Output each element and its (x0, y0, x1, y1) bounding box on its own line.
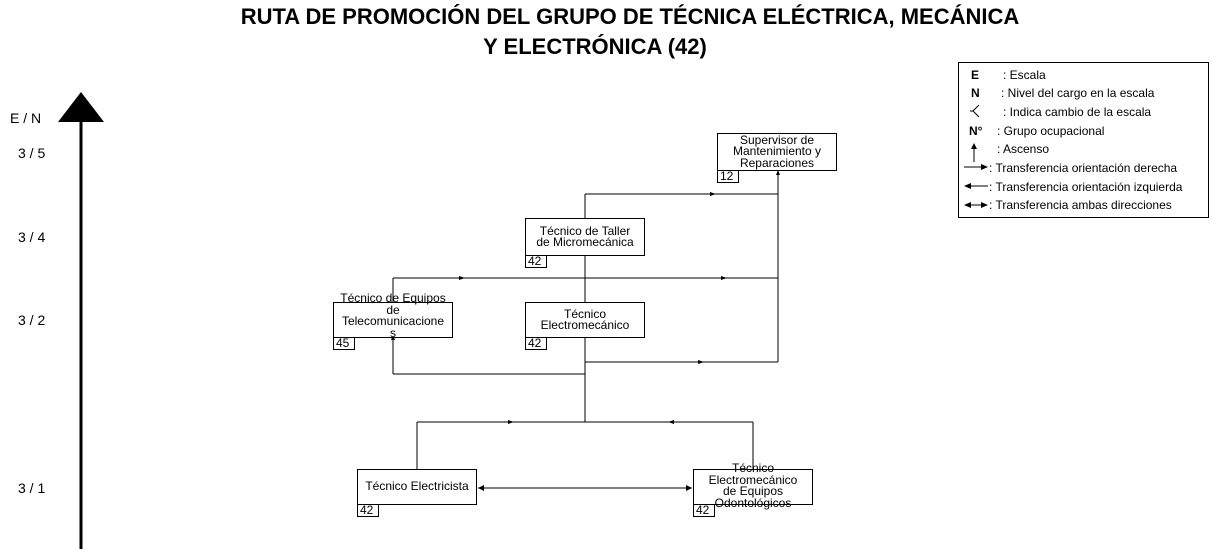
node-telecom-line4: s (390, 325, 396, 340)
diagram-title-line1: RUTA DE PROMOCIÓN DEL GRUPO DE TÉCNICA E… (240, 4, 1020, 29)
node-micromecanica-code: 42 (525, 255, 547, 268)
level-label-3-1: 3 / 1 (18, 480, 46, 496)
node-electricista-line1: Técnico Electricista (365, 479, 469, 494)
legend: E : Escala N : Nivel del cargo en la esc… (958, 62, 1209, 218)
node-supervisor-code: 12 (717, 170, 739, 183)
node-supervisor-line3: Reparaciones (739, 155, 815, 170)
node-telecom-line2: de (386, 302, 400, 317)
node-supervisor-line2: Mantenimiento y (732, 144, 822, 159)
node-micromecanica: Técnico de Taller de Micromecánica (525, 218, 645, 256)
axis-arrowhead (58, 92, 104, 122)
node-telecom-code: 45 (333, 337, 355, 350)
node-electricista-code: 42 (357, 504, 379, 517)
legend-symbol-grupo: N° (969, 124, 983, 138)
node-electromecanico-code: 42 (525, 337, 547, 350)
node-electromecanico: Técnico Electromecánico (525, 302, 645, 338)
legend-text-cambio: : Indica cambio de la escala (1003, 105, 1152, 119)
diagram-title-line2: Y ELECTRÓNICA (42) (483, 34, 707, 59)
legend-text-escala: : Escala (1003, 68, 1046, 82)
node-odontologicos-code: 42 (693, 504, 715, 517)
node-electromecanico-line2: Electromecánico (540, 318, 630, 332)
node-supervisor: Supervisor de Mantenimiento y Reparacion… (717, 133, 837, 171)
node-electricista: Técnico Electricista (357, 469, 477, 505)
legend-text-grupo: : Grupo ocupacional (997, 124, 1105, 138)
legend-symbol-n: N (971, 86, 980, 100)
right-arrow-icon (964, 164, 988, 170)
double-arrow-icon (964, 202, 988, 208)
node-odontologicos-line3: de Equipos (722, 484, 784, 498)
axis-label: E / N (10, 110, 42, 126)
node-micromecanica-line2: de Micromecánica (536, 235, 634, 249)
level-label-3-5: 3 / 5 (18, 145, 46, 161)
legend-text-ascenso: : Ascenso (997, 142, 1050, 156)
node-odontologicos-line2: Electromecánico (708, 472, 798, 487)
node-odontologicos-line1: Técnico (731, 461, 775, 475)
legend-text-izquierda: : Transferencia orientación izquierda (989, 180, 1183, 194)
node-telecom-line1: Técnico de Equipos (340, 291, 446, 305)
change-of-scale-icon (970, 104, 980, 118)
node-odontologicos: Técnico Electromecánico de Equipos Odont… (693, 462, 813, 508)
node-telecom: Técnico de Equipos de Telecomunicacione … (333, 292, 453, 340)
node-micromecanica-line1: Técnico de Taller (539, 223, 631, 238)
node-supervisor-line1: Supervisor de (739, 132, 815, 147)
level-label-3-4: 3 / 4 (18, 229, 46, 245)
legend-text-ambas: : Transferencia ambas direcciones (989, 198, 1172, 212)
node-odontologicos-line4: Odontológicos (714, 495, 792, 510)
level-label-3-2: 3 / 2 (18, 312, 46, 328)
node-telecom-line3: Telecomunicacione (341, 314, 445, 328)
up-arrow-icon (971, 143, 977, 162)
node-electromecanico-line1: Técnico (563, 306, 607, 321)
legend-text-derecha: : Transferencia orientación derecha (989, 161, 1178, 175)
legend-symbol-e: E (971, 68, 980, 82)
legend-text-nivel: : Nivel del cargo en la escala (1001, 86, 1155, 100)
left-arrow-icon (964, 183, 988, 189)
